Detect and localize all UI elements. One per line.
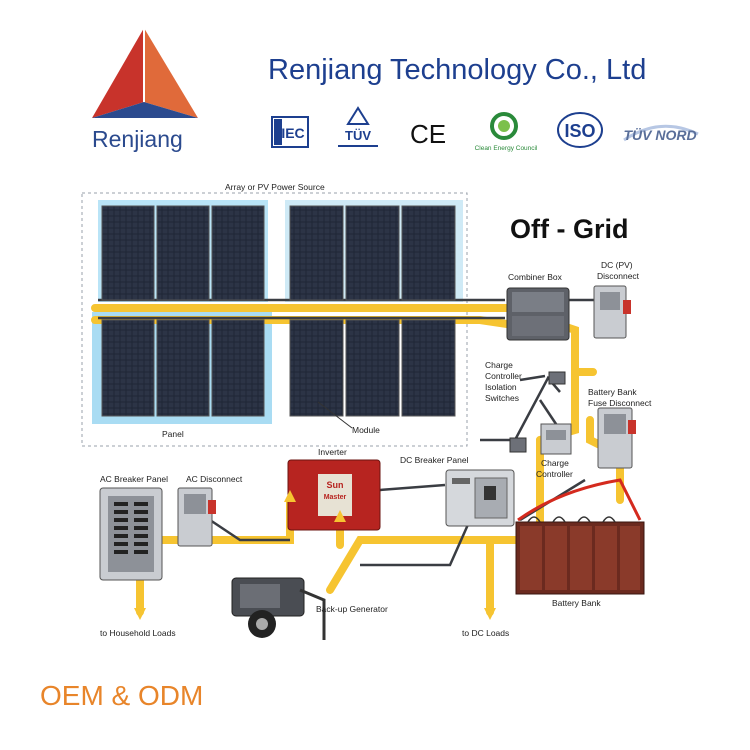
svg-text:TÜV NORD: TÜV NORD	[623, 127, 696, 143]
label-ac-disconnect: AC Disconnect	[186, 474, 243, 484]
ce-icon: CE	[410, 119, 446, 149]
label-battery-fuse-2: Fuse Disconnect	[588, 398, 652, 408]
inverter-brand-master: Master	[324, 494, 347, 501]
label-battery-bank: Battery Bank	[552, 598, 601, 608]
clean-energy-council-icon: Clean Energy Council	[475, 112, 538, 152]
charge-controller-box	[540, 423, 572, 455]
ac-disconnect	[177, 487, 216, 547]
company-name: Renjiang Technology Co., Ltd	[268, 54, 647, 86]
renjiang-logo-icon	[92, 28, 198, 118]
cert-ce: CE	[406, 116, 450, 155]
label-charge-iso-2: Controller	[485, 371, 522, 381]
label-inverter: Inverter	[318, 447, 347, 457]
cert-tuv: TÜV	[334, 106, 382, 157]
svg-text:CE: CE	[410, 119, 446, 149]
label-charge-iso-4: Switches	[485, 393, 519, 403]
label-module: Module	[352, 425, 380, 435]
isolation-switch	[548, 371, 566, 385]
label-charge-controller-2: Controller	[536, 469, 573, 479]
iec-icon: IEC	[271, 116, 309, 148]
label-charge-iso-1: Charge	[485, 360, 513, 370]
diagram-title: Off - Grid	[510, 214, 628, 244]
label-combiner-box: Combiner Box	[508, 272, 563, 282]
ac-breaker-panel	[99, 487, 163, 581]
dc-pv-disconnect	[593, 285, 631, 339]
svg-text:IEC: IEC	[281, 125, 304, 141]
logo	[72, 22, 217, 160]
label-dc-loads: to DC Loads	[462, 628, 509, 638]
label-charge-iso-3: Isolation	[485, 382, 517, 392]
cert-clean-energy: Clean Energy Council	[474, 108, 538, 159]
svg-text:TÜV: TÜV	[345, 128, 371, 143]
solar-modules	[101, 205, 456, 417]
tuv-icon: TÜV	[338, 106, 378, 147]
combiner-box	[506, 287, 570, 341]
svg-text:ISO: ISO	[564, 121, 595, 141]
label-panel: Panel	[162, 429, 184, 439]
tuv-nord-icon: TÜV NORD	[623, 124, 699, 143]
label-ac-breaker-panel: AC Breaker Panel	[100, 474, 168, 484]
cert-tuv-nord: TÜV NORD	[620, 112, 704, 153]
label-charge-controller-1: Charge	[541, 458, 569, 468]
label-array: Array or PV Power Source	[225, 182, 325, 192]
label-battery-fuse-1: Battery Bank	[588, 387, 637, 397]
inverter-brand-sun: Sun	[327, 480, 344, 490]
cert-iec: IEC	[270, 113, 312, 156]
label-household-loads: to Household Loads	[100, 628, 176, 638]
cert-iso: ISO	[556, 110, 604, 157]
label-dc-breaker-panel: DC Breaker Panel	[400, 455, 469, 465]
label-dc-pv-2: Disconnect	[597, 271, 640, 281]
label-dc-pv-1: DC (PV)	[601, 260, 633, 270]
iso-icon: ISO	[557, 112, 603, 148]
inverter: Sun Master	[287, 459, 381, 531]
logo-text: Renjiang	[92, 126, 183, 152]
backup-generator	[231, 577, 326, 640]
battery-bank	[515, 516, 645, 595]
battery-fuse-disconnect	[597, 407, 636, 469]
dc-breaker-panel	[445, 469, 515, 527]
oem-odm-text: OEM & ODM	[40, 680, 204, 711]
svg-text:Clean Energy Council: Clean Energy Council	[475, 145, 538, 152]
label-backup-generator: Back-up Generator	[316, 604, 388, 614]
